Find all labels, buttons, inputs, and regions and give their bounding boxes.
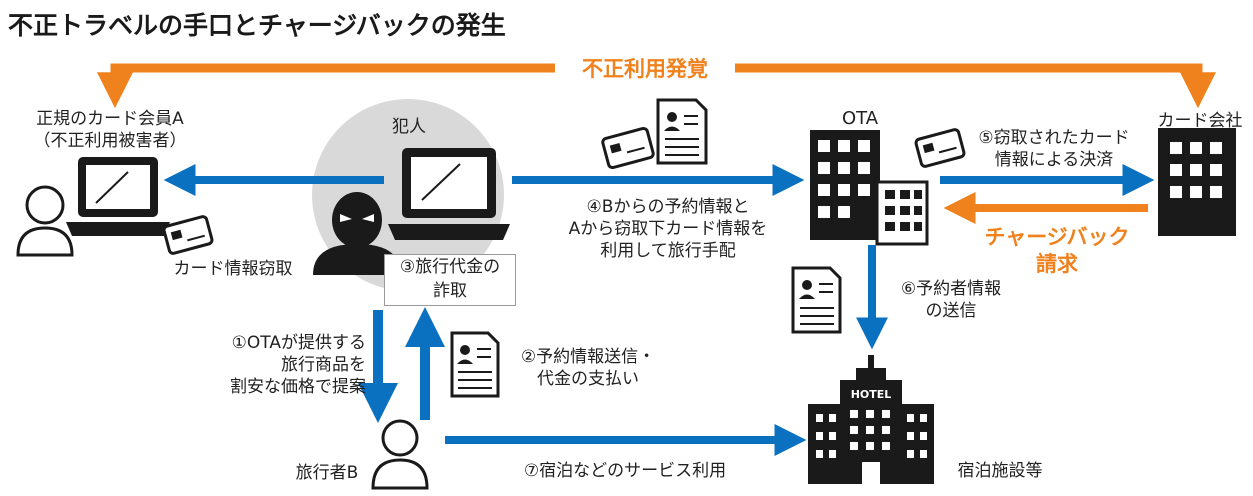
- step3-line2: 詐取: [433, 281, 467, 301]
- step7-label: ⑦宿泊などのサービス利用: [523, 461, 727, 481]
- victim-label-line2: （不正利用被害者）: [33, 131, 187, 151]
- victim-person-icon: [16, 185, 74, 257]
- card-theft-label: カード情報窃取: [173, 259, 293, 279]
- step2-line1: ②予約情報送信・: [520, 347, 656, 367]
- document-icon-step6: [791, 266, 842, 334]
- step1-label: ①OTAが提供する 旅行商品を 割安な価格で提案: [196, 332, 366, 398]
- step4-line3: 利用して旅行手配: [600, 241, 736, 261]
- card-company-building-icon: [1158, 128, 1236, 236]
- card-icon-step4: [601, 126, 655, 170]
- step1-line3: 割安な価格で提案: [230, 377, 366, 397]
- step5-line2: 情報による決済: [994, 150, 1114, 170]
- criminal-masked-icon: [313, 192, 401, 275]
- ota-building-icon: [810, 130, 929, 246]
- step3-line1: ③旅行代金の: [399, 257, 501, 277]
- chargeback-label: チャージバック 請求: [972, 224, 1142, 278]
- document-icon-step2: [450, 331, 500, 398]
- step2-label: ②予約情報送信・ 代金の支払い: [508, 346, 668, 390]
- criminal-laptop-icon: [388, 148, 510, 240]
- step1-line1: ①OTAが提供する: [231, 333, 366, 353]
- step2-line2: 代金の支払い: [537, 369, 639, 389]
- hotel-sign: HOTEL: [851, 388, 892, 401]
- document-icon-step4: [656, 98, 708, 165]
- fraud-detect-arrow: [97, 63, 1216, 109]
- step4-line2: Aから窃取下カード情報を: [568, 219, 768, 239]
- traveler-label: 旅行者B: [295, 463, 359, 483]
- step5-line1: ⑤窃取されたカード: [978, 128, 1130, 148]
- step1-line2: 旅行商品を: [281, 355, 366, 375]
- step5-label: ⑤窃取されたカード 情報による決済: [964, 127, 1144, 171]
- criminal-label: 犯人: [392, 117, 426, 137]
- victim-label: 正規のカード会員A （不正利用被害者）: [10, 108, 210, 152]
- step3-box: ③旅行代金の 詐取: [384, 254, 516, 306]
- step4-label: ④Bからの予約情報と Aから窃取下カード情報を 利用して旅行手配: [548, 196, 788, 262]
- victim-label-line1: 正規のカード会員A: [36, 109, 184, 129]
- card-company-label: カード会社: [1157, 111, 1243, 131]
- hotel-building-icon: HOTEL: [808, 355, 934, 484]
- fraud-detect-label: 不正利用発覚: [555, 56, 735, 82]
- step6-label: ⑥予約者情報 の送信: [886, 278, 1016, 322]
- chargeback-line1: チャージバック: [984, 225, 1130, 249]
- step4-line1: ④Bからの予約情報と: [586, 197, 750, 217]
- chargeback-line2: 請求: [1036, 252, 1078, 276]
- ota-label: OTA: [841, 108, 879, 129]
- traveler-person-icon: [371, 419, 429, 490]
- step6-line2: の送信: [925, 301, 977, 321]
- hotel-label: 宿泊施設等: [957, 461, 1043, 481]
- card-icon-step5: [914, 128, 966, 168]
- step6-line1: ⑥予約者情報: [900, 279, 1002, 299]
- diagram-title: 不正トラベルの手口とチャージバックの発生: [8, 11, 506, 40]
- victim-laptop-icon: [66, 157, 170, 236]
- stolen-card-icon: [162, 215, 214, 255]
